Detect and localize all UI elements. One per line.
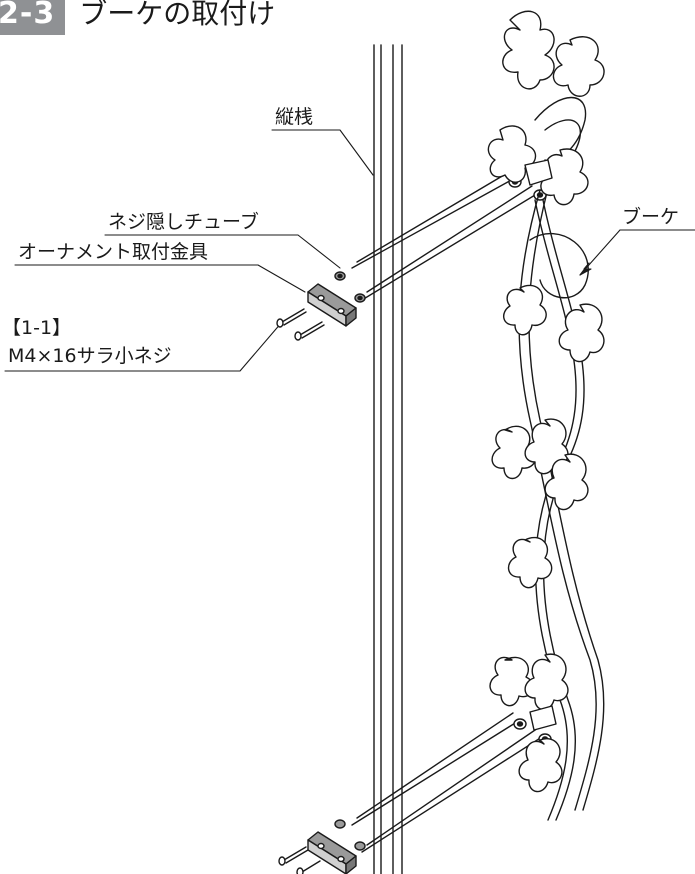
ornament-bracket-label: オーナメント取付金具	[18, 241, 209, 263]
upper-ornament-bracket	[307, 271, 366, 327]
lower-ornament-bracket	[307, 819, 366, 874]
lower-screws	[278, 846, 321, 874]
upper-mounting-rods	[351, 171, 547, 301]
lower-mounting-rods	[351, 712, 552, 853]
screw-spec-label: M4×16サラ小ネジ	[8, 345, 172, 367]
mullion-post	[373, 44, 403, 874]
bouquet-ornament	[487, 10, 605, 821]
mullion-label: 縦桟	[275, 106, 314, 128]
upper-screws	[276, 308, 325, 341]
leader-lines	[4, 129, 695, 372]
section-number-badge: 2-3	[0, 0, 66, 35]
screw-cover-tube-label: ネジ隠しチューブ	[108, 211, 259, 233]
section-title: ブーケの取付け	[79, 0, 276, 30]
bouquet-label: ブーケ	[622, 206, 680, 228]
section-header: 2-3 ブーケの取付け	[0, 0, 275, 36]
part-reference-label: 【1-1】	[2, 317, 72, 339]
